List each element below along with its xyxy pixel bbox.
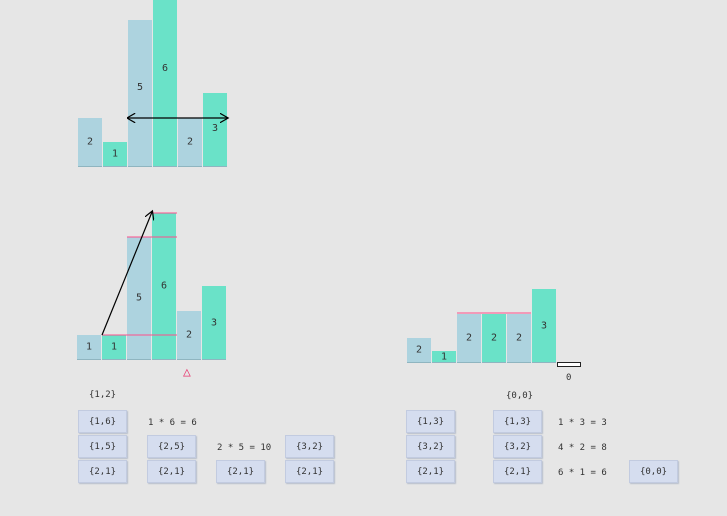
bar-label: 2 <box>185 329 193 341</box>
stack-entry: {2,5} <box>147 435 196 458</box>
histogram-bar: 3 <box>532 289 556 363</box>
stack-entry: {2,1} <box>216 460 265 483</box>
bar-label: 1 <box>85 341 93 353</box>
histogram-bar: 2 <box>178 118 202 167</box>
stack-entry: {3,2} <box>406 435 455 458</box>
bar-label: 5 <box>136 82 144 93</box>
stack-entry: {2,1} <box>493 460 542 483</box>
bar-label: 2 <box>490 332 498 344</box>
histogram-bar: 5 <box>127 237 151 360</box>
histogram-bar: 2 <box>78 118 102 167</box>
computation-note: 2 * 5 = 10 <box>217 443 272 453</box>
bar-label: 3 <box>540 320 548 331</box>
histogram-bar: 3 <box>203 93 227 167</box>
histogram-bar: 2 <box>482 314 506 363</box>
histogram-bar: 6 <box>152 213 176 360</box>
histogram-bar: 2 <box>177 311 201 360</box>
pointer-triangle-icon: △ <box>183 365 191 380</box>
computation-note: 1 * 6 = 6 <box>148 418 197 428</box>
stack-entry: {2,1} <box>147 460 196 483</box>
histogram-bar: 2 <box>457 314 481 363</box>
histogram-bar: 2 <box>407 338 431 363</box>
bar-label: 3 <box>211 123 219 134</box>
bar-label: 3 <box>210 317 218 328</box>
bar-label: 2 <box>515 332 523 344</box>
stack-entry: {1,5} <box>78 435 127 458</box>
stack-entry: {2,1} <box>285 460 334 483</box>
stack-caption-left: {1,2} <box>89 390 117 400</box>
histogram-bar: 3 <box>202 286 226 360</box>
stack-caption-right: {0,0} <box>506 391 534 401</box>
stack-entry: {1,3} <box>493 410 542 433</box>
histogram-bar: 5 <box>128 20 152 167</box>
histogram-bar: 1 <box>432 351 456 363</box>
histogram-bar: 1 <box>102 335 126 360</box>
bar-label: 1 <box>440 351 448 362</box>
stack-entry: {1,3} <box>406 410 455 433</box>
stack-entry: {3,2} <box>493 435 542 458</box>
stack-entry: {2,1} <box>406 460 455 483</box>
stack-entry: {2,1} <box>78 460 127 483</box>
sentinel-bar <box>557 362 581 367</box>
computation-note: 4 * 2 = 8 <box>558 443 607 453</box>
histogram-bar: 1 <box>77 335 101 360</box>
bar-label: 6 <box>160 280 168 292</box>
bar-label: 1 <box>111 148 119 160</box>
bar-label: 6 <box>161 63 169 74</box>
bar-label: 2 <box>465 332 473 344</box>
bar-label: 5 <box>135 292 143 304</box>
histogram-bar: 1 <box>103 142 127 167</box>
bar-label: 2 <box>186 136 194 148</box>
stack-entry: {3,2} <box>285 435 334 458</box>
computation-note: 6 * 1 = 6 <box>558 468 607 478</box>
bar-label: 2 <box>86 136 94 148</box>
stack-entry: {1,6} <box>78 410 127 433</box>
sentinel-label: 0 <box>566 373 572 383</box>
computation-note: 1 * 3 = 3 <box>558 418 607 428</box>
bar-label: 2 <box>415 344 423 356</box>
histogram-bar: 6 <box>153 0 177 167</box>
bar-label: 1 <box>110 341 118 353</box>
histogram-bar: 2 <box>507 314 531 363</box>
stack-entry: {0,0} <box>629 460 678 483</box>
